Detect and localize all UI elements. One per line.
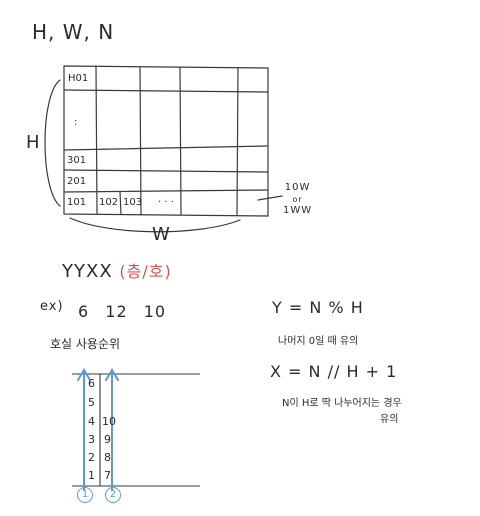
grid-cell-ellipsis: · · · xyxy=(158,197,174,208)
format-pattern-text: YYXX xyxy=(62,261,113,282)
example-values: 6 12 10 xyxy=(78,302,167,321)
side-note-line-3: 1WW xyxy=(283,204,313,216)
column1-value: 1 xyxy=(88,469,95,482)
column1-value: 3 xyxy=(88,433,95,446)
height-label: H xyxy=(26,132,41,153)
variables-title: H, W, N xyxy=(32,20,115,44)
width-bracket xyxy=(69,217,241,233)
formula-x-note-2: 유의 xyxy=(380,414,399,425)
grid-cell-101: 101 xyxy=(67,197,87,208)
column2-value: 10 xyxy=(102,415,116,428)
format-pattern: YYXX (층/호) xyxy=(62,263,172,281)
grid-cell-301: 301 xyxy=(67,155,87,166)
side-note-line-2: or xyxy=(292,194,303,204)
formula-x: X = N // H + 1 xyxy=(270,362,398,381)
example-label: ex) xyxy=(40,299,64,314)
arrow-2 xyxy=(105,368,119,491)
side-note-line-1: 10W xyxy=(284,182,311,193)
example-caption: 호실 사용순위 xyxy=(50,337,121,351)
circle-2: 2 xyxy=(105,487,121,503)
grid-cell-102: 102 xyxy=(99,197,119,208)
circle-1: 1 xyxy=(77,487,93,503)
side-note: 10W or 1WW xyxy=(283,182,312,217)
grid-cell-201: 201 xyxy=(67,176,87,187)
width-label: W xyxy=(152,224,171,245)
grid-cell-103: 103 xyxy=(123,197,143,208)
grid-outer-frame xyxy=(63,65,269,217)
column1-value: 5 xyxy=(88,396,95,409)
column2-value: 8 xyxy=(104,451,111,464)
formula-y: Y = N % H xyxy=(272,298,364,317)
formula-x-note-1: N이 H로 딱 나누어지는 경우 xyxy=(282,398,402,409)
height-bracket xyxy=(44,79,61,207)
column2-value: 7 xyxy=(104,469,111,482)
grid-cell-dots: : xyxy=(74,117,78,128)
column1-value: 6 xyxy=(88,377,95,390)
column2-value: 9 xyxy=(104,433,111,446)
formula-y-note: 나머지 0일 때 유의 xyxy=(278,336,359,347)
grid-cell-top-left: H01 xyxy=(68,73,89,84)
column1-value: 2 xyxy=(88,451,95,464)
arrow-1 xyxy=(77,368,91,491)
column1-value: 4 xyxy=(88,415,95,428)
format-note: (층/호) xyxy=(119,262,172,281)
